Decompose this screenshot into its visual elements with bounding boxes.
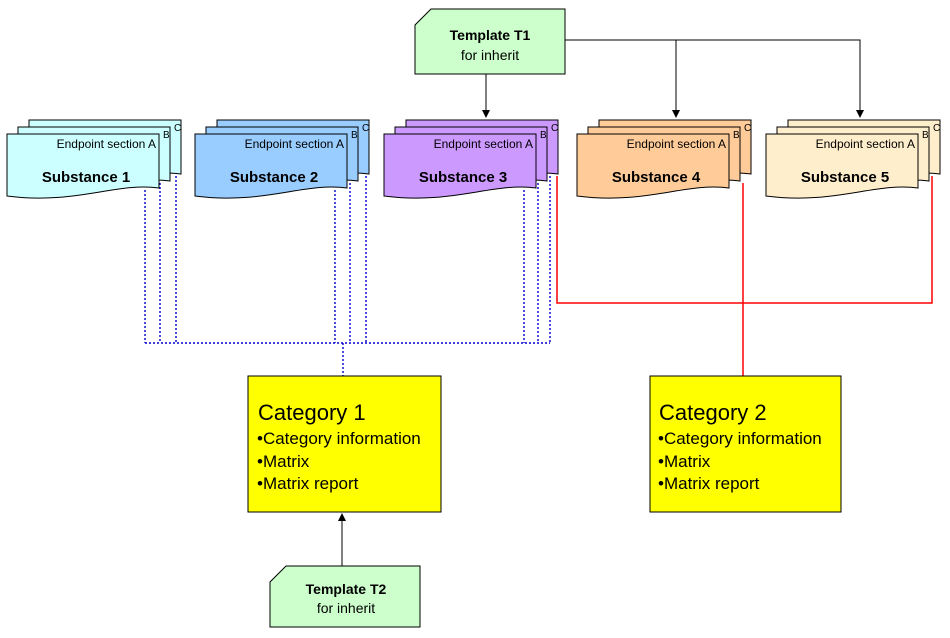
substance-1-letter-c: C (174, 123, 181, 134)
substance-5-name: Substance 5 (801, 169, 889, 186)
substance-3: CB Endpoint section A Substance 3 (383, 119, 559, 199)
substance-5-letter-b: B (922, 130, 929, 141)
substance-1-name: Substance 1 (42, 169, 130, 186)
category-1-box: Category 1 •Category information •Matrix… (247, 375, 442, 513)
category-2-connectors (556, 176, 933, 376)
template-t2-subtitle: for inherit (317, 600, 375, 616)
template-t2-title: Template T2 (306, 581, 387, 597)
category-2-item-info: •Category information (658, 429, 822, 448)
category-1-rect (247, 375, 442, 513)
substance-1: CB Endpoint section A Substance 1 (6, 119, 182, 199)
template-t1-connectors (482, 39, 864, 118)
substance-5: CB Endpoint section A Substance 5 (765, 119, 941, 199)
substance-4-section-label: Endpoint section A (627, 137, 726, 151)
template-t1: Template T1 for inherit (414, 8, 566, 75)
category-2-rect (649, 375, 842, 513)
substance-3-letter-c: C (551, 123, 558, 134)
category-2-item-matrix-report: •Matrix report (658, 474, 760, 493)
substance-2-letter-c: C (362, 123, 369, 134)
substance-3-page-a (383, 133, 537, 199)
template-t1-shape (414, 8, 566, 75)
category-1-connectors (144, 176, 551, 376)
substance-4: CB Endpoint section A Substance 4 (576, 119, 752, 199)
template-t1-title: Template T1 (450, 27, 531, 43)
substance-5-letter-c: C (933, 123, 940, 134)
substance-5-page-a (765, 133, 919, 199)
substance-2-name: Substance 2 (230, 169, 318, 186)
category-1-item-matrix: •Matrix (257, 452, 310, 471)
substance-3-letter-b: B (540, 130, 547, 141)
substance-4-letter-c: C (744, 123, 751, 134)
t1-arrow-substance-5 (565, 39, 864, 118)
template-t2: Template T2 for inherit (269, 565, 421, 628)
template-t2-shape (269, 565, 421, 628)
substance-1-letter-b: B (163, 130, 170, 141)
substance-3-name: Substance 3 (419, 169, 507, 186)
template-t1-subtitle: for inherit (461, 47, 519, 63)
category-2-title: Category 2 (659, 400, 767, 425)
substance-1-page-a (6, 133, 160, 199)
category-1-item-info: •Category information (257, 429, 421, 448)
category-2-item-matrix: •Matrix (658, 452, 711, 471)
substance-2-page-a (194, 133, 348, 199)
category-1-item-matrix-report: •Matrix report (257, 474, 359, 493)
category-1-title: Category 1 (258, 400, 366, 425)
substance-1-section-label: Endpoint section A (57, 137, 156, 151)
substance-2-section-label: Endpoint section A (245, 137, 344, 151)
category-2-box: Category 2 •Category information •Matrix… (649, 375, 842, 513)
substance-4-page-a (576, 133, 730, 199)
substance-5-section-label: Endpoint section A (816, 137, 915, 151)
substance-3-section-label: Endpoint section A (434, 137, 533, 151)
substance-2-letter-b: B (351, 130, 358, 141)
substance-4-name: Substance 4 (612, 169, 701, 186)
substance-4-letter-b: B (733, 130, 740, 141)
substance-2: CB Endpoint section A Substance 2 (194, 119, 370, 199)
